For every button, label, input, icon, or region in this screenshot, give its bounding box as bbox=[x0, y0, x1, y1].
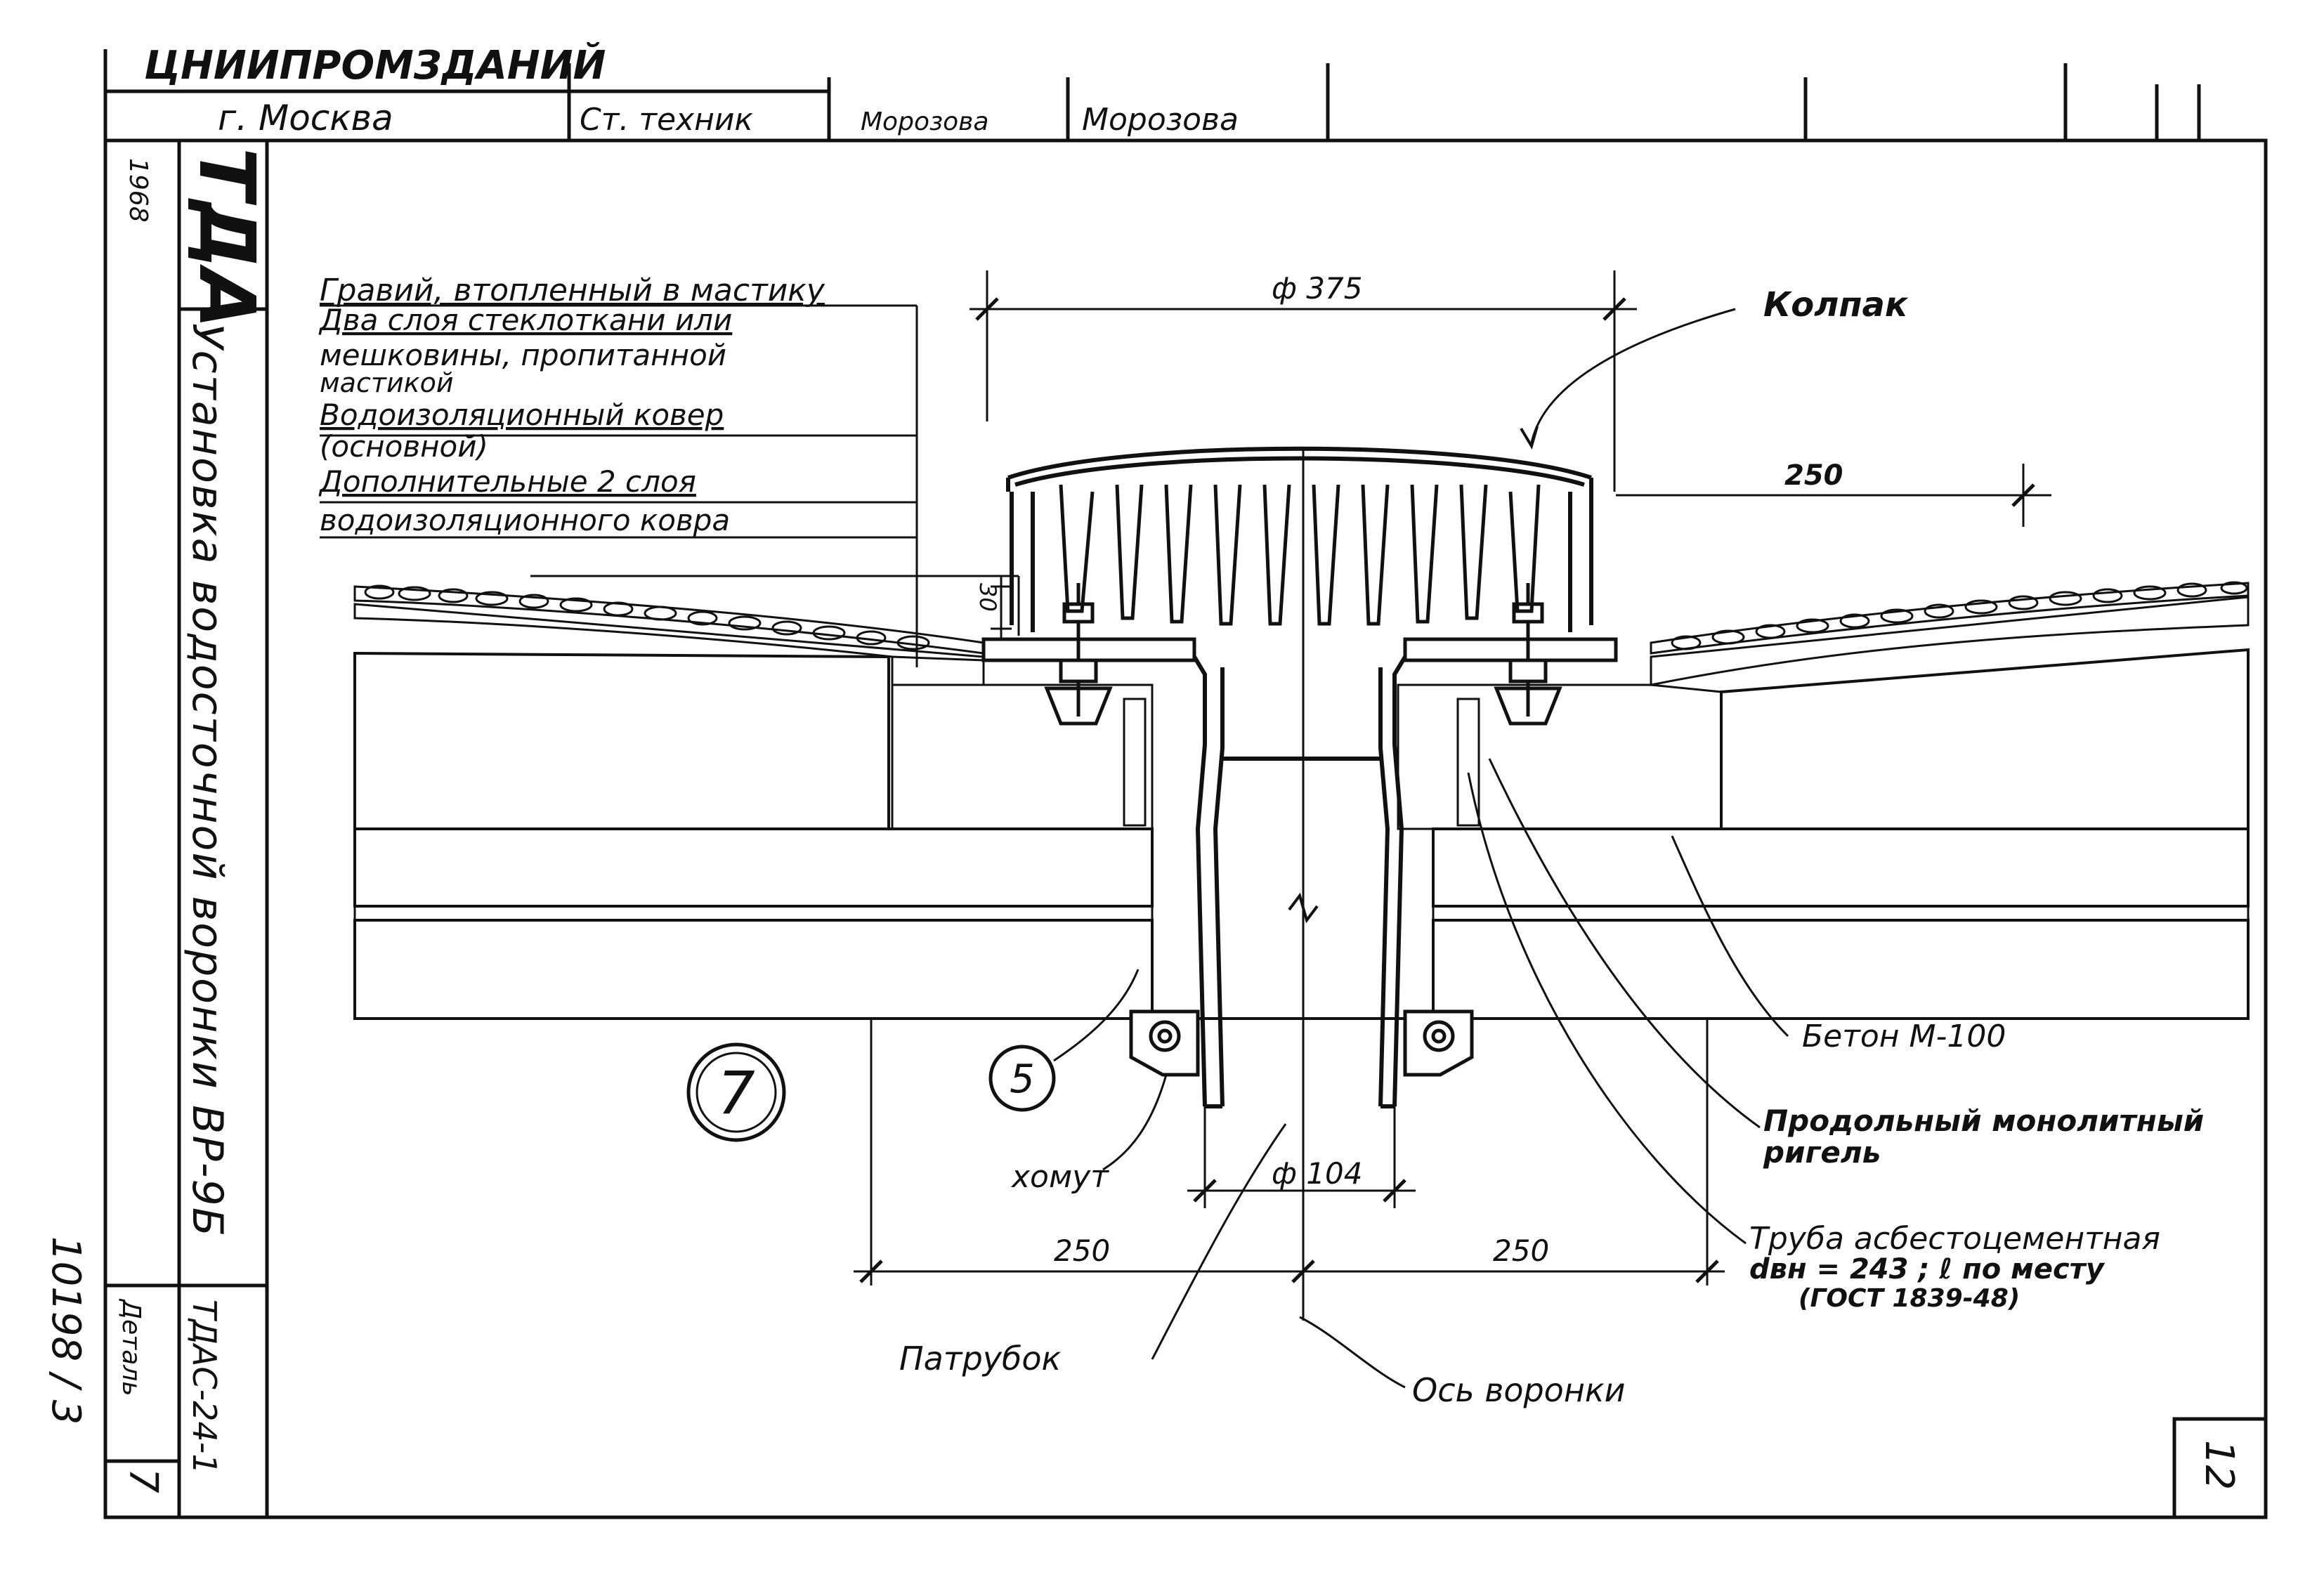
leaders bbox=[1102, 308, 1789, 1389]
label-beam-2: ригель bbox=[1763, 1135, 1881, 1170]
layer-label-5: Водоизоляционный ковер bbox=[320, 398, 724, 432]
dim-right-half: 250 bbox=[1493, 1234, 1549, 1268]
label-beam-1: Продольный монолитный bbox=[1763, 1104, 2204, 1138]
label-clamp: хомут bbox=[1010, 1159, 1109, 1195]
dim-right-offset: 250 bbox=[1784, 459, 1843, 492]
org-name: ЦНИИПРОМЗДАНИЙ bbox=[144, 42, 606, 89]
drawing-title: Установка водосточной воронки ВР-9Б bbox=[183, 323, 232, 1236]
label-cap: Колпак bbox=[1763, 285, 1909, 325]
city: г. Москва bbox=[218, 98, 393, 138]
dim-left-half: 250 bbox=[1054, 1234, 1110, 1268]
author-name: Морозова bbox=[1082, 102, 1239, 138]
detail-marker: 7 bbox=[686, 1042, 786, 1142]
tda-logo: ТДА bbox=[182, 148, 272, 329]
detail-label: Деталь bbox=[117, 1298, 145, 1396]
sheet-number: 12 bbox=[2196, 1440, 2242, 1490]
sheet-frame bbox=[103, 49, 2268, 1519]
position-marker: 5 bbox=[988, 969, 1140, 1112]
label-axis: Ось воронки bbox=[1412, 1371, 1626, 1409]
label-pipe-2: dвн = 243 ; ℓ по месту bbox=[1749, 1253, 2106, 1285]
layer-label-2: Два слоя стеклоткани или bbox=[318, 303, 732, 337]
dim-pipe-diameter: ф 104 bbox=[1272, 1156, 1362, 1191]
role: Ст. техник bbox=[580, 102, 753, 138]
side-panel bbox=[105, 140, 269, 1517]
layer-label-7: Дополнительные 2 слоя bbox=[318, 464, 696, 499]
clamp-left bbox=[1129, 1009, 1200, 1077]
layer-legend: Гравий, втопленный в мастику Два слоя ст… bbox=[318, 273, 1020, 667]
archive-number: 10198 / 3 bbox=[43, 1236, 89, 1425]
sheet-number-box bbox=[2172, 1417, 2268, 1519]
layer-label-3: мешковины, пропитанной bbox=[320, 338, 726, 372]
label-pipe-3: (ГОСТ 1839-48) bbox=[1799, 1284, 2020, 1313]
roof-section bbox=[353, 446, 2250, 1321]
dimensions bbox=[854, 270, 2051, 1285]
layer-label-8: водоизоляционного ковра bbox=[320, 503, 730, 537]
flanges bbox=[981, 583, 1618, 726]
dim-cap-diameter: ф 375 bbox=[1272, 271, 1362, 306]
layer-label-4: мастикой bbox=[320, 367, 454, 398]
year: 1968 bbox=[124, 158, 152, 223]
label-concrete: Бетон М-100 bbox=[1802, 1019, 2006, 1054]
label-nozzle: Патрубок bbox=[899, 1340, 1062, 1378]
gravel-layer bbox=[353, 581, 2250, 655]
drawing-code: ТДАС-24-1 bbox=[185, 1300, 223, 1474]
layer-label-6: (основной) bbox=[320, 429, 488, 464]
layer-label-1: Гравий, втопленный в мастику bbox=[320, 273, 825, 308]
detail-number: 7 bbox=[120, 1468, 166, 1493]
dim-height: 30 bbox=[974, 583, 1001, 612]
signature: Морозова bbox=[861, 107, 988, 136]
clamp-right bbox=[1403, 1009, 1474, 1077]
label-pipe-1: Труба асбестоцементная bbox=[1749, 1221, 2160, 1257]
detail-marker-number: 7 bbox=[717, 1059, 755, 1127]
funnel-cap bbox=[1006, 446, 1593, 632]
position-marker-number: 5 bbox=[1010, 1056, 1035, 1102]
